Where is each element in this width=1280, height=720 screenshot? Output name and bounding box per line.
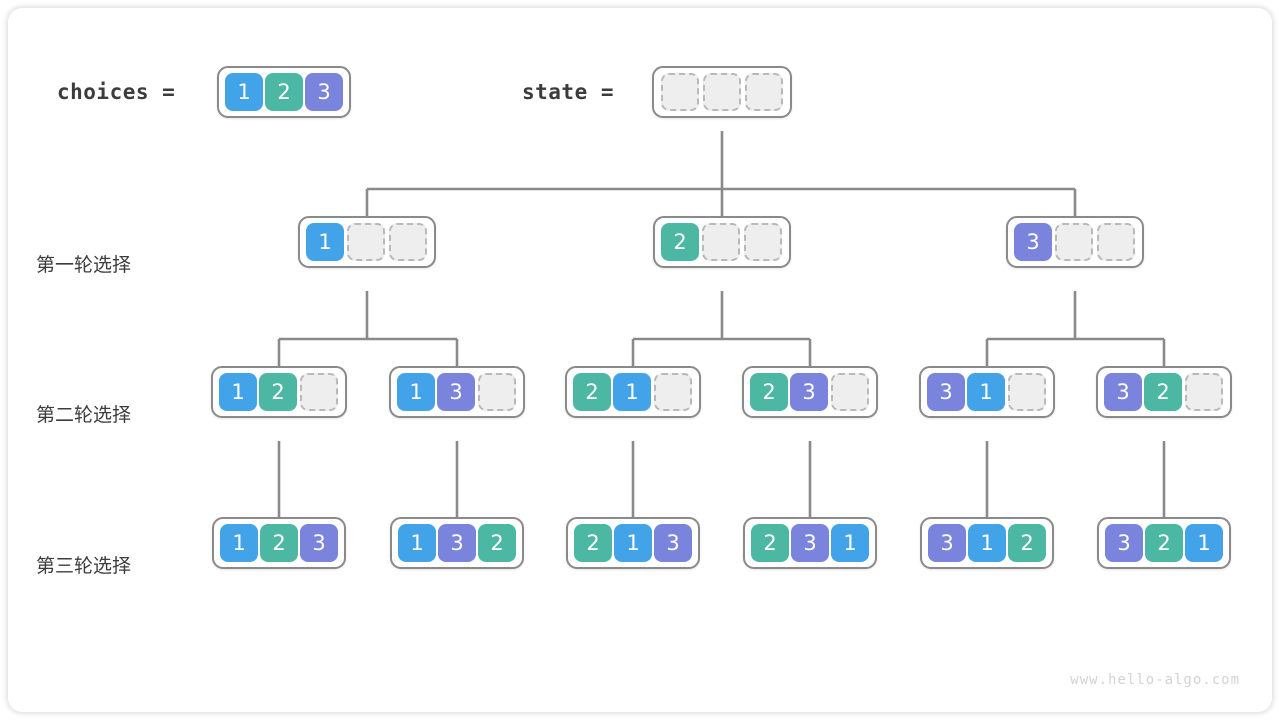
watermark: www.hello-algo.com: [1070, 672, 1240, 688]
array-cell-empty: [1008, 373, 1046, 411]
array-cell-filled: 3: [1014, 223, 1052, 261]
array-cell-filled: 1: [220, 524, 258, 562]
array-cell-filled: 2: [751, 524, 789, 562]
array-cell-filled: 3: [300, 524, 338, 562]
array-cell-empty: [1185, 373, 1223, 411]
array-cell-filled: 3: [927, 373, 965, 411]
row-label-round-2: 第二轮选择: [36, 404, 132, 426]
array-cell-filled: 2: [478, 524, 516, 562]
array-cell-filled: 1: [398, 524, 436, 562]
array-cell-filled: 3: [1105, 524, 1143, 562]
array-cell-filled: 3: [791, 524, 829, 562]
array-cell-filled: 3: [1104, 373, 1142, 411]
array-cell-filled: 3: [654, 524, 692, 562]
choices-label: choices =: [57, 80, 176, 104]
array-cell-empty: [654, 373, 692, 411]
state-node-round-1-3[interactable]: 3: [1006, 216, 1144, 268]
array-cell-empty: [702, 223, 740, 261]
array-cell-filled: 1: [831, 524, 869, 562]
array-cell-filled: 3: [928, 524, 966, 562]
array-cell-filled: 3: [305, 73, 343, 111]
array-cell-filled: 3: [437, 373, 475, 411]
array-cell-filled: 3: [438, 524, 476, 562]
array-cell-filled: 1: [968, 524, 1006, 562]
array-cell-filled: 1: [225, 73, 263, 111]
array-cell-filled: 2: [750, 373, 788, 411]
array-cell-empty: [478, 373, 516, 411]
array-cell-filled: 2: [265, 73, 303, 111]
array-cell-filled: 2: [259, 373, 297, 411]
array-cell-filled: 2: [1008, 524, 1046, 562]
array-cell-filled: 2: [1145, 524, 1183, 562]
row-label-round-3: 第三轮选择: [36, 555, 132, 577]
array-cell-filled: 1: [967, 373, 1005, 411]
array-cell-filled: 1: [397, 373, 435, 411]
state-array[interactable]: [652, 66, 792, 118]
array-cell-filled: 2: [574, 524, 612, 562]
diagram-frame: [8, 8, 1272, 712]
array-cell-empty: [703, 73, 741, 111]
array-cell-empty: [347, 223, 385, 261]
array-cell-empty: [744, 223, 782, 261]
array-cell-filled: 1: [1185, 524, 1223, 562]
array-cell-filled: 1: [219, 373, 257, 411]
array-cell-empty: [300, 373, 338, 411]
array-cell-empty: [1055, 223, 1093, 261]
array-cell-filled: 2: [260, 524, 298, 562]
array-cell-empty: [1097, 223, 1135, 261]
row-label-round-1: 第一轮选择: [36, 254, 132, 276]
array-cell-filled: 1: [613, 373, 651, 411]
array-cell-filled: 1: [306, 223, 344, 261]
array-cell-empty: [745, 73, 783, 111]
array-cell-filled: 3: [790, 373, 828, 411]
array-cell-empty: [831, 373, 869, 411]
array-cell-filled: 2: [661, 223, 699, 261]
state-node-round-1-1[interactable]: 1: [298, 216, 436, 268]
array-cell-empty: [389, 223, 427, 261]
array-cell-empty: [661, 73, 699, 111]
array-cell-filled: 1: [614, 524, 652, 562]
state-label: state =: [522, 80, 615, 104]
state-node-round-1-2[interactable]: 2: [653, 216, 791, 268]
array-cell-filled: 2: [1144, 373, 1182, 411]
array-cell-filled: 2: [573, 373, 611, 411]
